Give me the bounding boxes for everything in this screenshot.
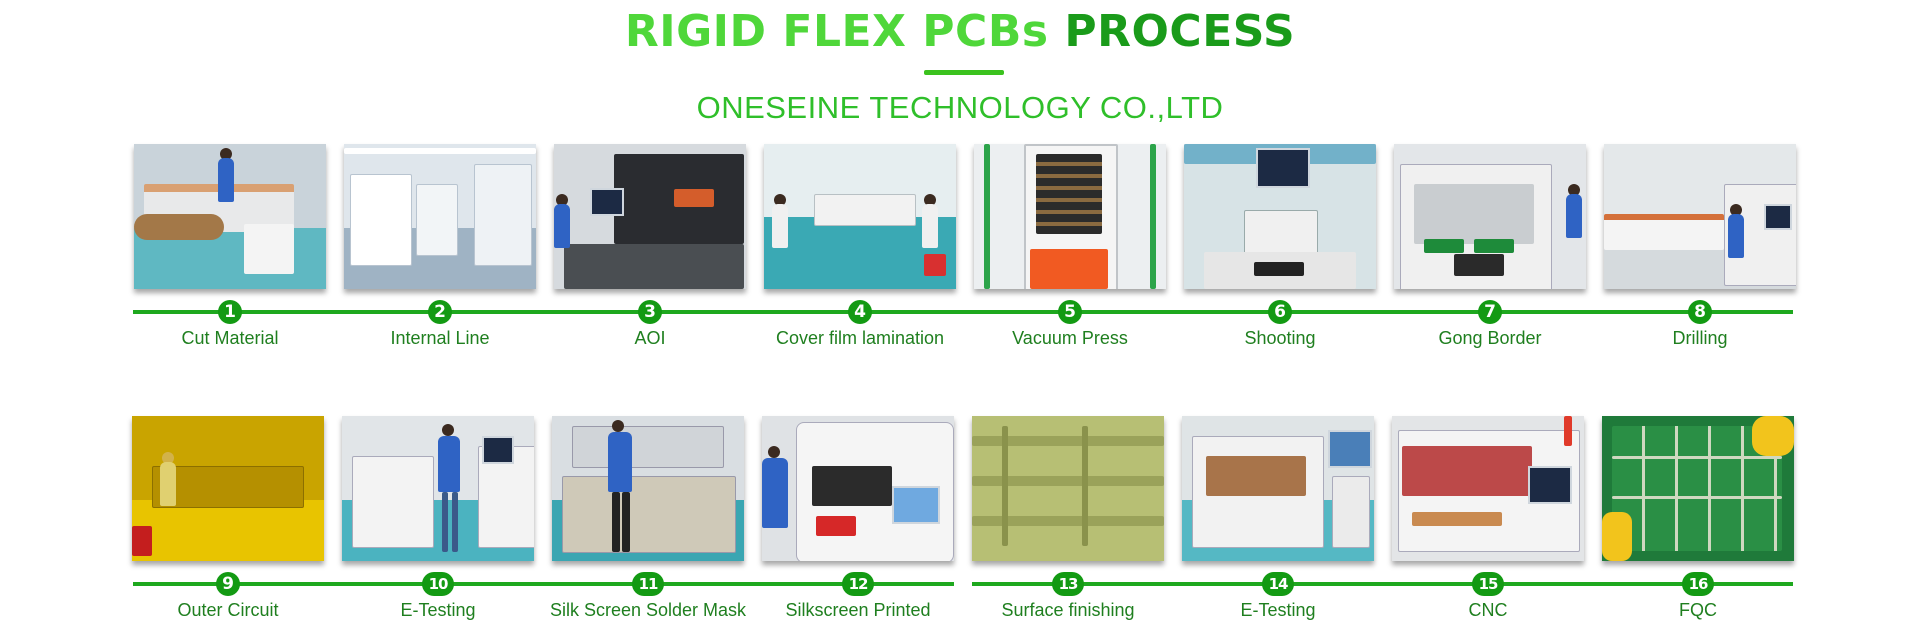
step-label: Vacuum Press [1012, 328, 1128, 348]
step-label: Gong Border [1438, 328, 1542, 348]
e-testing-photo-2 [1182, 416, 1374, 561]
process-step-10: 10 E-Testing [342, 416, 534, 620]
page-title: RIGID FLEX PCBs PROCESS [0, 4, 1920, 60]
title-part-1: RIGID FLEX PCBs [624, 6, 1049, 57]
process-step-14: 14 E-Testing [1182, 416, 1374, 620]
process-step-5: 5 Vacuum Press [974, 144, 1166, 348]
process-step-3: 3 AOI [554, 144, 746, 348]
step-number-badge: 7 [1478, 300, 1502, 324]
process-step-1: 1 Cut Material [134, 144, 326, 348]
step-label: Surface finishing [1001, 600, 1135, 620]
step-label: CNC [1468, 600, 1508, 620]
process-step-15: 15 CNC [1392, 416, 1584, 620]
step-label: Cover film lamination [775, 328, 945, 348]
step-number-badge: 4 [848, 300, 872, 324]
fqc-photo [1602, 416, 1794, 561]
process-step-12: 12 Silkscreen Printed [762, 416, 954, 620]
outer-circuit-photo [132, 416, 324, 561]
surface-finishing-photo [972, 416, 1164, 561]
step-label: E-Testing [400, 600, 476, 620]
process-step-6: 6 Shooting [1184, 144, 1376, 348]
step-label: FQC [1679, 600, 1717, 620]
step-number-badge: 14 [1262, 572, 1294, 596]
process-step-11: 11 Silk Screen Solder Mask [550, 416, 746, 620]
step-label: Drilling [1672, 328, 1728, 348]
step-label: Outer Circuit [177, 600, 279, 620]
timeline-line-row-1 [133, 310, 1793, 314]
step-number-badge: 15 [1472, 572, 1504, 596]
step-number-badge: 8 [1688, 300, 1712, 324]
step-number-badge: 1 [218, 300, 242, 324]
step-label: Silk Screen Solder Mask [549, 600, 747, 620]
shooting-photo [1184, 144, 1376, 289]
step-number-badge: 12 [842, 572, 874, 596]
step-label: Cut Material [181, 328, 279, 348]
process-step-16: 16 FQC [1602, 416, 1794, 620]
process-step-8: 8 Drilling [1604, 144, 1796, 348]
title-underline [924, 70, 1004, 75]
step-number-badge: 3 [638, 300, 662, 324]
step-number-badge: 13 [1052, 572, 1084, 596]
gong-border-photo [1394, 144, 1586, 289]
aoi-photo [554, 144, 746, 289]
process-step-7: 7 Gong Border [1394, 144, 1586, 348]
process-step-2: 2 Internal Line [344, 144, 536, 348]
step-number-badge: 16 [1682, 572, 1714, 596]
cnc-photo [1392, 416, 1584, 561]
step-label: Shooting [1244, 328, 1316, 348]
step-label: E-Testing [1240, 600, 1316, 620]
process-step-9: 9 Outer Circuit [132, 416, 324, 620]
title-part-2: PROCESS [1064, 6, 1296, 57]
step-number-badge: 6 [1268, 300, 1292, 324]
step-number-badge: 2 [428, 300, 452, 324]
step-number-badge: 5 [1058, 300, 1082, 324]
step-number-badge: 11 [632, 572, 664, 596]
e-testing-photo-1 [342, 416, 534, 561]
silkscreen-printed-photo [762, 416, 954, 561]
vacuum-press-photo [974, 144, 1166, 289]
cover-film-lamination-photo [764, 144, 956, 289]
silk-screen-solder-mask-photo [552, 416, 744, 561]
process-step-4: 4 Cover film lamination [764, 144, 956, 348]
step-number-badge: 10 [422, 572, 454, 596]
cut-material-photo [134, 144, 326, 289]
internal-line-photo [344, 144, 536, 289]
step-label: Silkscreen Printed [785, 600, 931, 620]
company-subtitle: ONESEINE TECHNOLOGY CO.,LTD [696, 90, 1224, 125]
step-number-badge: 9 [216, 572, 240, 596]
step-label: AOI [634, 328, 666, 348]
step-label: Internal Line [390, 328, 490, 348]
drilling-photo [1604, 144, 1796, 289]
process-step-13: 13 Surface finishing [972, 416, 1164, 620]
